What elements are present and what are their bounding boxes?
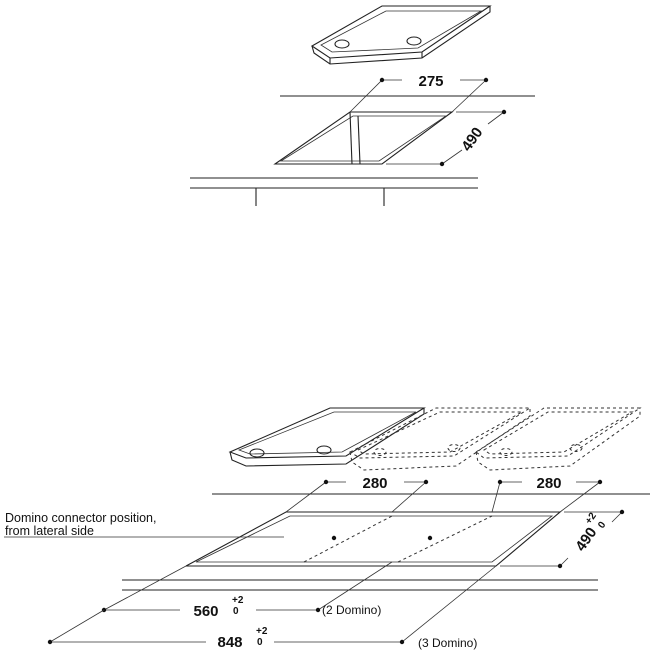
- top-cutout: [190, 77, 535, 206]
- knob-icon: [249, 448, 265, 458]
- hob-glass-inner: [237, 411, 417, 455]
- hob-side-edge: [311, 6, 491, 65]
- total-848-tol-plus: +2: [256, 626, 268, 637]
- total-560-caption: (2 Domino): [322, 603, 381, 617]
- hob-glass-inner: [320, 10, 483, 53]
- total-560-value: 560: [193, 603, 218, 620]
- bottom-hob-units: [228, 407, 642, 471]
- connector-note-line1: Domino connector position,: [5, 511, 156, 525]
- width-label-280-left: 280: [362, 475, 387, 492]
- total-848-tol-zero: 0: [257, 637, 263, 648]
- connector-line: [303, 515, 393, 563]
- depth-tolerance-zero: 0: [596, 519, 608, 530]
- total-848-value: 848: [217, 634, 242, 650]
- hob-dashed-2: [348, 407, 532, 459]
- width-label-275: 275: [418, 73, 443, 90]
- connector-note-line2: from lateral side: [5, 524, 94, 538]
- width-label-280-right: 280: [536, 475, 561, 492]
- connector-line: [397, 515, 493, 563]
- knob-icon: [406, 36, 422, 46]
- depth-label-group: 490 +2 0: [572, 511, 609, 555]
- hob-dashed-3: [475, 407, 642, 459]
- top-hob-unit: [310, 5, 492, 65]
- cutout-opening: [273, 111, 454, 165]
- knob-icon: [334, 39, 350, 49]
- hob-side-edge: [229, 408, 425, 467]
- cutout-inner: [279, 115, 448, 162]
- knob-icon: [316, 445, 332, 455]
- bottom-cutout: [4, 479, 650, 645]
- total-848-caption: (3 Domino): [418, 636, 477, 650]
- hob-top-outline: [310, 5, 492, 59]
- cutout-inner: [195, 515, 554, 563]
- depth-label-490: 490: [458, 124, 486, 154]
- depth-label-490: 490: [572, 524, 600, 554]
- total-560-tol-plus: +2: [232, 595, 244, 606]
- hob-top-outline: [228, 407, 426, 459]
- total-560-tol-zero: 0: [233, 606, 239, 617]
